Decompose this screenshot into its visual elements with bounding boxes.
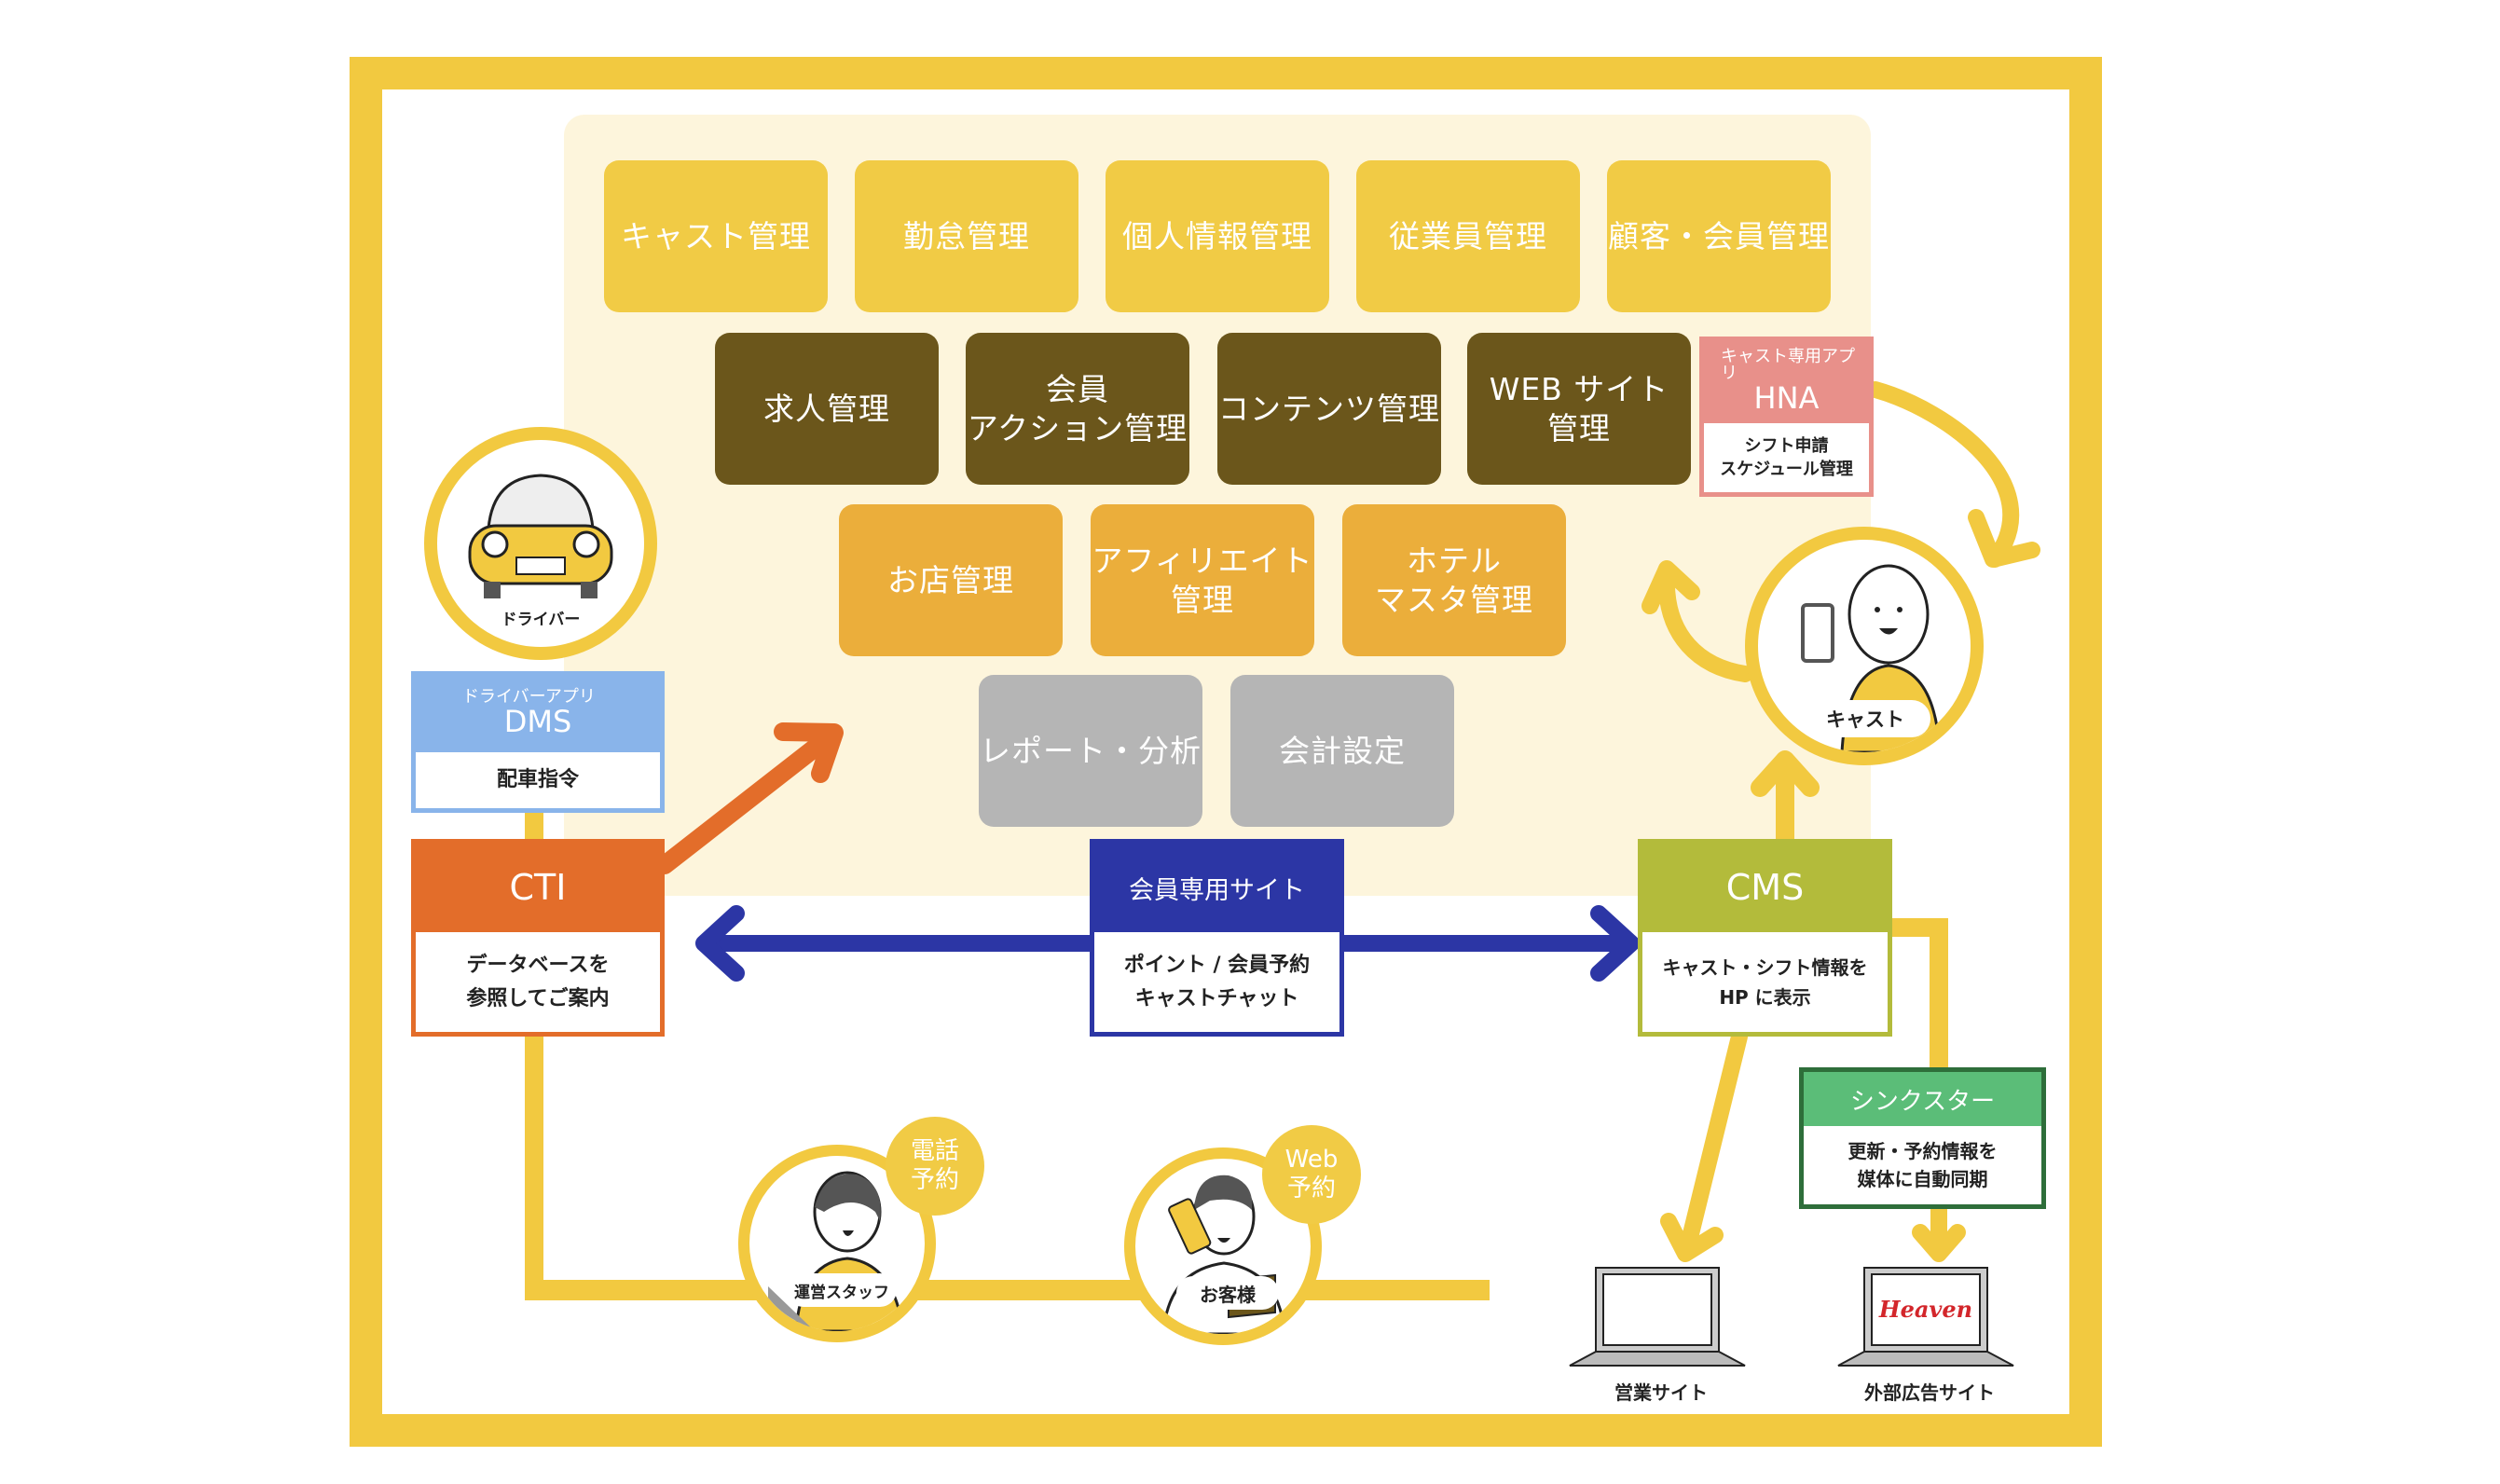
hna-box[interactable]: キャスト専用アプリ HNA シフト申請 スケジュール管理 bbox=[1699, 337, 1874, 497]
driver-label: ドライバー bbox=[501, 611, 581, 629]
dms-description: 配車指令 bbox=[496, 768, 579, 792]
dms-title: DMS bbox=[503, 704, 572, 740]
module-attendance-management[interactable]: 勤怠管理 bbox=[855, 160, 1078, 312]
module-cast-management[interactable]: キャスト管理 bbox=[604, 160, 828, 312]
cms-description: キャスト・シフト情報を HP に表示 bbox=[1662, 955, 1868, 1009]
customer-circle: お客様 bbox=[1124, 1147, 1322, 1345]
dms-cti-connector bbox=[525, 811, 543, 841]
staff-circle: 運営スタッフ bbox=[738, 1145, 936, 1342]
module-affiliate-management[interactable]: アフィリエイト 管理 bbox=[1091, 504, 1314, 656]
left-arrowhead bbox=[695, 905, 745, 982]
cms-box[interactable]: CMS キャスト・シフト情報を HP に表示 bbox=[1638, 839, 1892, 1037]
cms-to-cast-arrow bbox=[1751, 750, 1820, 848]
hna-description: シフト申請 スケジュール管理 bbox=[1720, 435, 1853, 479]
phone-reservation-badge: 電話 予約 bbox=[886, 1117, 984, 1216]
syncstar-title: シンクスター bbox=[1849, 1087, 1996, 1116]
cti-description: データベースを 参照してご案内 bbox=[466, 954, 610, 1010]
member-site-box[interactable]: 会員専用サイト ポイント / 会員予約 キャストチャット bbox=[1090, 839, 1344, 1037]
member-site-description: ポイント / 会員予約 キャストチャット bbox=[1123, 954, 1311, 1010]
cast-to-modules-curved-arrow bbox=[1641, 560, 1753, 682]
module-report-analysis[interactable]: レポート・分析 bbox=[979, 675, 1202, 827]
cms-to-business-arrow bbox=[1660, 1028, 1748, 1262]
laptop-icon bbox=[1569, 1267, 1746, 1367]
cti-to-modules-arrow bbox=[655, 722, 844, 874]
staff-label: 運営スタッフ bbox=[787, 1273, 897, 1307]
hna-title: HNA bbox=[1753, 380, 1820, 417]
module-website-management[interactable]: WEB サイト 管理 bbox=[1467, 333, 1691, 485]
module-store-management[interactable]: お店管理 bbox=[839, 504, 1063, 656]
cast-circle: キャスト bbox=[1745, 527, 1984, 765]
dms-subtitle: ドライバーアプリ bbox=[462, 687, 596, 708]
driver-circle: ドライバー bbox=[424, 427, 657, 660]
external-ad-site[interactable]: Heaven 外部広告サイト bbox=[1836, 1258, 2023, 1404]
module-personal-info-management[interactable]: 個人情報管理 bbox=[1106, 160, 1329, 312]
cms-title: CMS bbox=[1725, 866, 1805, 908]
module-accounting-settings[interactable]: 会計設定 bbox=[1230, 675, 1454, 827]
bottom-connector-line bbox=[525, 1280, 1490, 1300]
cti-title: CTI bbox=[509, 866, 567, 908]
cast-label: キャスト bbox=[1800, 700, 1930, 737]
module-hotel-master-management[interactable]: ホテル マスタ管理 bbox=[1342, 504, 1566, 656]
hna-to-cast-curved-arrow bbox=[1867, 381, 2040, 568]
cti-bottom-connector bbox=[525, 1035, 543, 1300]
heaven-logo: Heaven bbox=[1878, 1296, 1973, 1323]
syncstar-to-external-arrow bbox=[1912, 1196, 1966, 1262]
customer-label: お客様 bbox=[1176, 1276, 1279, 1310]
syncstar-description: 更新・予約情報を 媒体に自動同期 bbox=[1848, 1140, 1998, 1190]
outer-frame bbox=[350, 57, 2102, 1447]
laptop-icon bbox=[1837, 1267, 2014, 1367]
module-recruitment-management[interactable]: 求人管理 bbox=[715, 333, 939, 485]
syncstar-box[interactable]: シンクスター 更新・予約情報を 媒体に自動同期 bbox=[1799, 1067, 2046, 1209]
business-site[interactable]: 営業サイト bbox=[1568, 1258, 1754, 1404]
car-icon bbox=[468, 474, 613, 598]
business-site-label: 営業サイト bbox=[1614, 1381, 1708, 1404]
module-customer-member-management[interactable]: 顧客・会員管理 bbox=[1607, 160, 1831, 312]
module-content-management[interactable]: コンテンツ管理 bbox=[1217, 333, 1441, 485]
cti-box[interactable]: CTI データベースを 参照してご案内 bbox=[411, 839, 665, 1037]
module-employee-management[interactable]: 従業員管理 bbox=[1356, 160, 1580, 312]
right-arrowhead bbox=[1590, 905, 1640, 982]
dms-box[interactable]: ドライバーアプリ DMS 配車指令 bbox=[411, 671, 665, 813]
web-reservation-badge: Web 予約 bbox=[1262, 1125, 1361, 1224]
cms-syncstar-elbow bbox=[1892, 918, 1948, 1067]
module-member-action-management[interactable]: 会員 アクション管理 bbox=[966, 333, 1189, 485]
hna-subtitle: キャスト専用アプリ bbox=[1721, 347, 1855, 384]
member-site-title: 会員専用サイト bbox=[1129, 876, 1305, 905]
external-ad-site-label: 外部広告サイト bbox=[1864, 1381, 1995, 1404]
